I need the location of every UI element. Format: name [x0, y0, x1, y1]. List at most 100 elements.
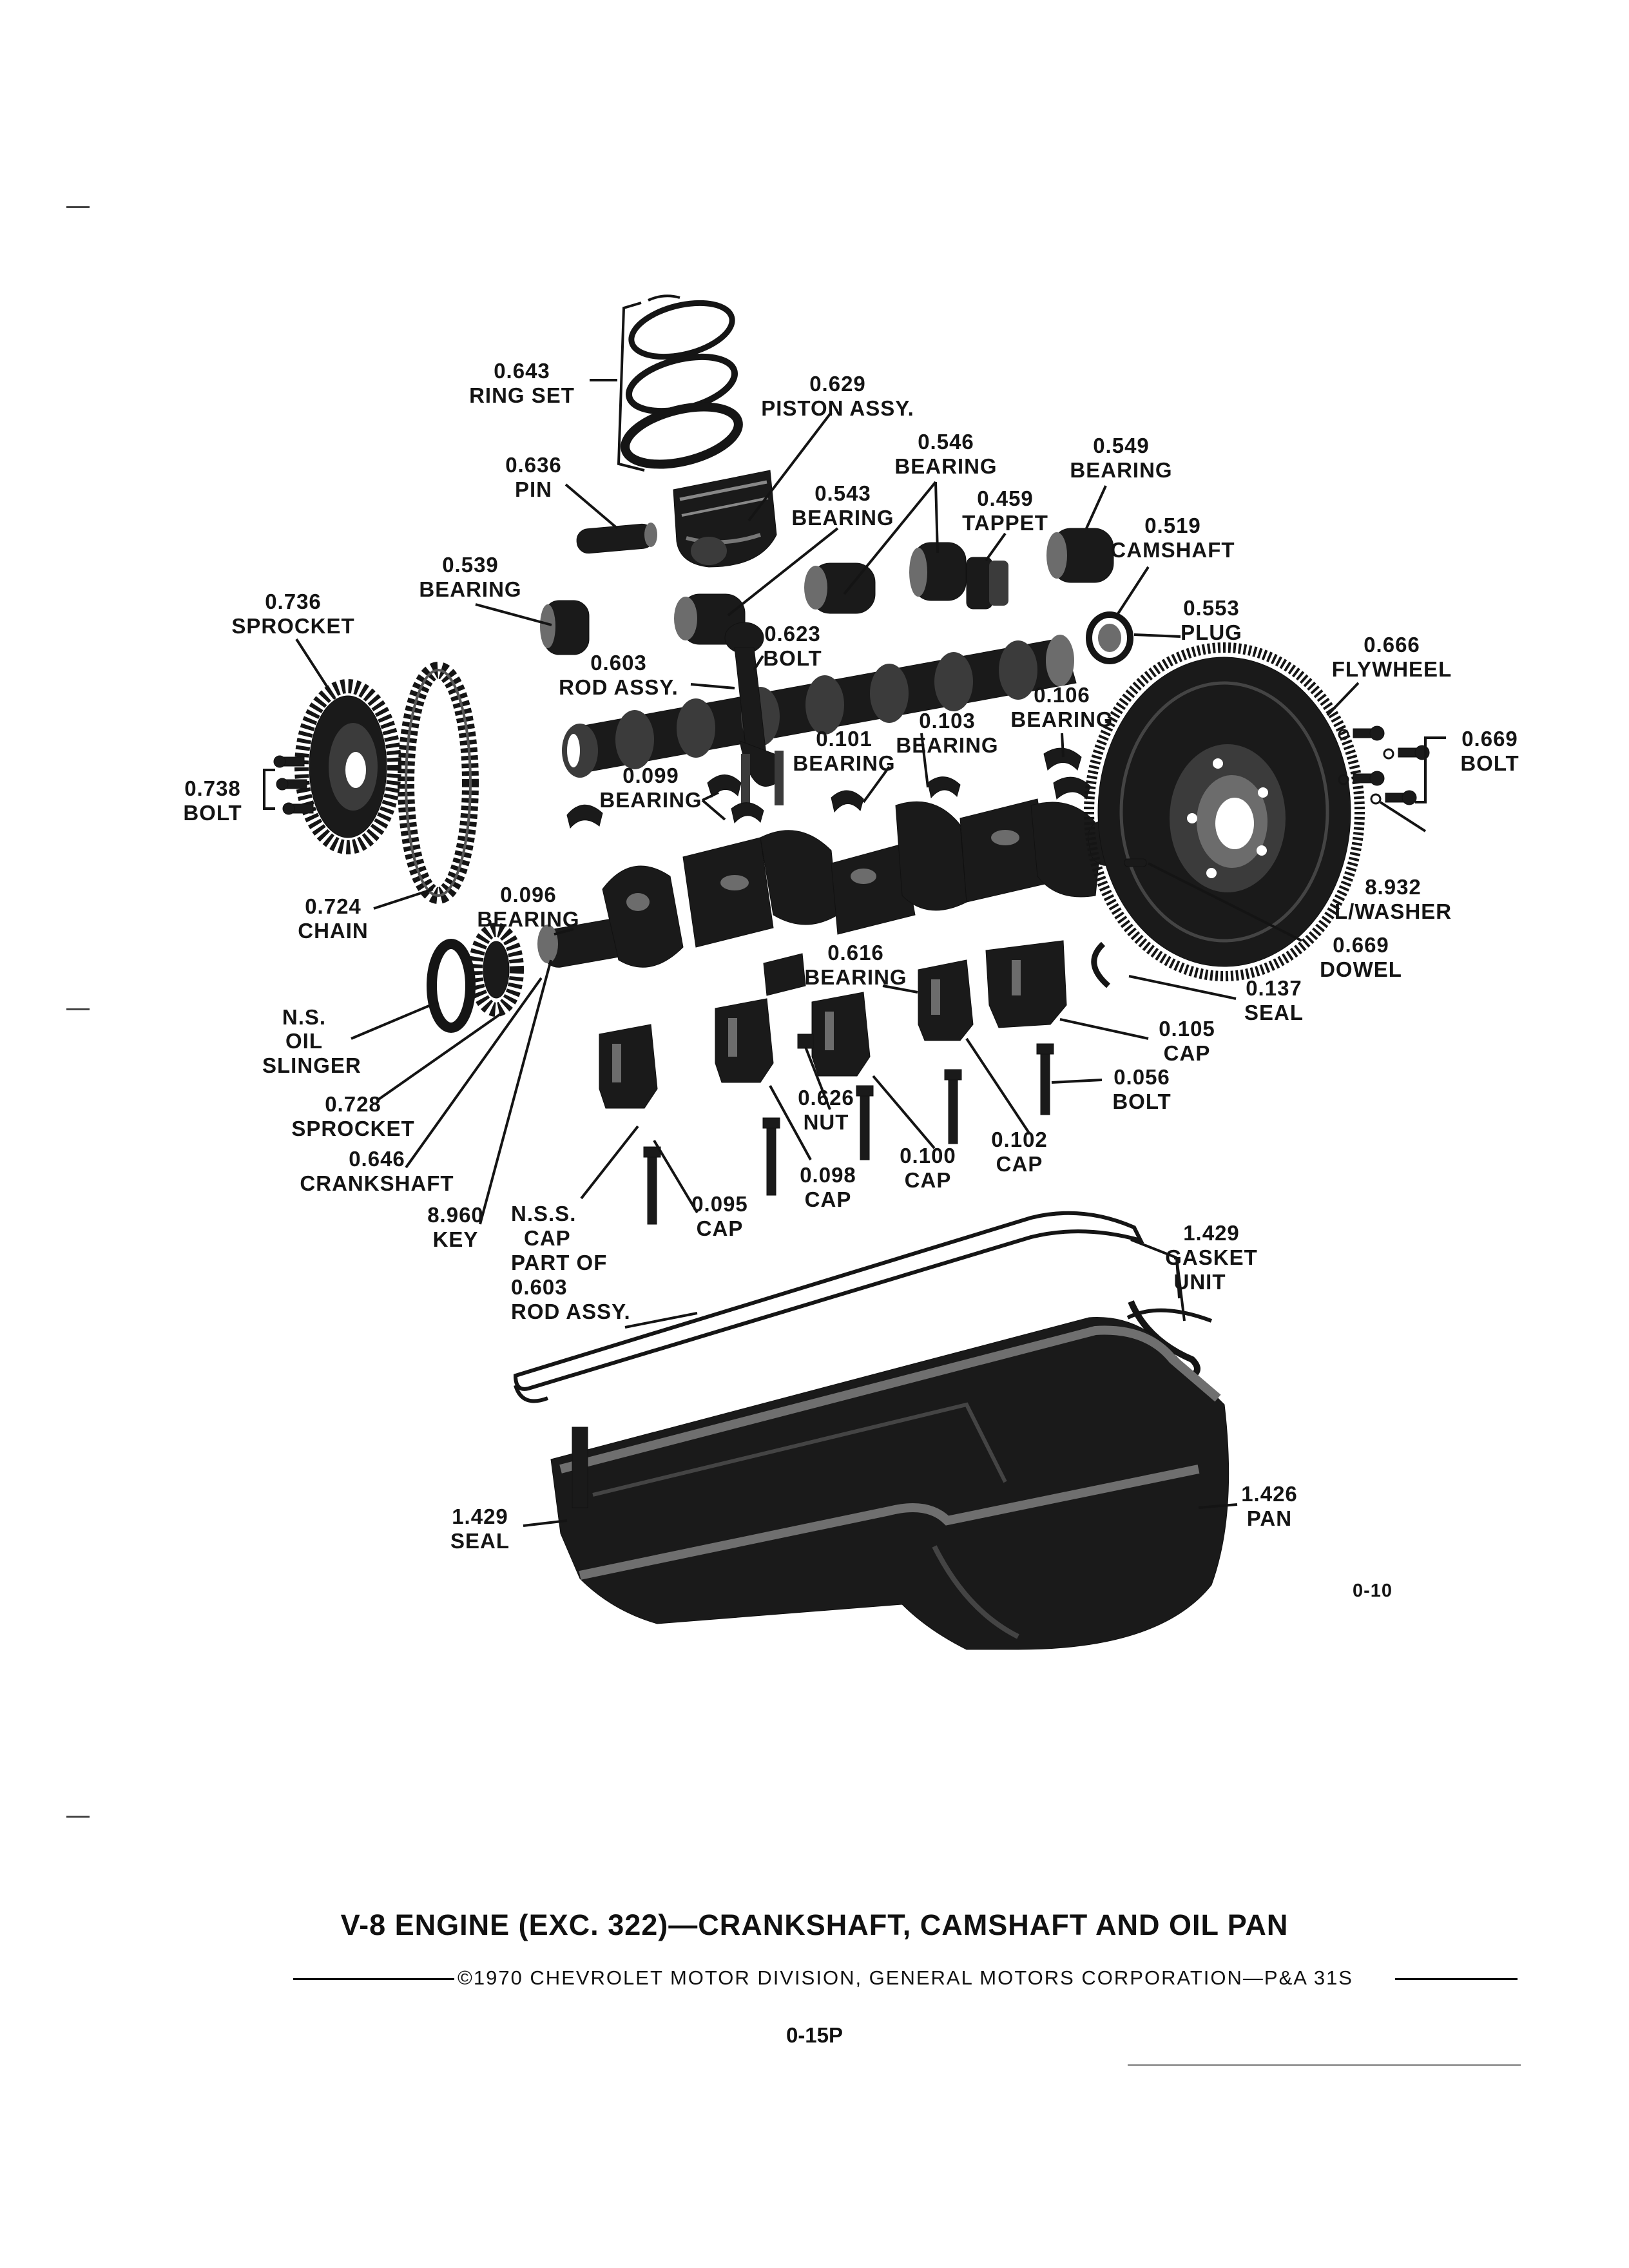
- svg-text:CAP: CAP: [805, 1187, 852, 1211]
- svg-text:KEY: KEY: [433, 1227, 479, 1251]
- callout-oil-slinger: N.S. OIL SLINGER: [262, 1005, 361, 1077]
- svg-text:PLUG: PLUG: [1181, 620, 1242, 644]
- svg-text:1.426: 1.426: [1241, 1482, 1298, 1506]
- nut-illustration: [797, 1033, 814, 1049]
- callout-seal-1429: 1.429 SEAL: [450, 1504, 509, 1553]
- svg-text:0.616: 0.616: [827, 941, 884, 965]
- margin-tick: [66, 1008, 90, 1010]
- svg-text:0.629: 0.629: [809, 372, 866, 396]
- callout-nss-cap: N.S.S. CAP PART OF 0.603 ROD ASSY.: [511, 1202, 631, 1323]
- piston-illustration: [673, 470, 777, 568]
- svg-text:8.932: 8.932: [1365, 875, 1422, 899]
- svg-text:BEARING: BEARING: [793, 751, 895, 775]
- svg-text:ROD ASSY.: ROD ASSY.: [511, 1300, 631, 1323]
- svg-text:ROD ASSY.: ROD ASSY.: [559, 675, 679, 699]
- svg-text:0.603: 0.603: [590, 651, 647, 675]
- svg-text:SPROCKET: SPROCKET: [291, 1117, 414, 1140]
- svg-text:0.546: 0.546: [918, 430, 974, 454]
- svg-text:0.519: 0.519: [1144, 514, 1201, 537]
- svg-text:0.666: 0.666: [1364, 633, 1420, 657]
- callout-gasket-unit: 1.429 GASKET UNIT: [1165, 1221, 1257, 1294]
- svg-text:CAP: CAP: [905, 1168, 952, 1192]
- oil-slinger-illustration: [427, 939, 476, 1033]
- callout-bolt-738: 0.738 BOLT: [183, 776, 241, 825]
- svg-text:0.106: 0.106: [1034, 683, 1090, 707]
- svg-text:TAPPET: TAPPET: [962, 511, 1048, 535]
- svg-text:0.669: 0.669: [1333, 933, 1389, 957]
- svg-text:0.643: 0.643: [494, 359, 550, 383]
- ring-set-illustration: [621, 300, 743, 469]
- callout-bearing-103: 0.103 BEARING: [896, 709, 998, 757]
- svg-text:CAP: CAP: [524, 1226, 571, 1250]
- callout-crankshaft: 0.646 CRANKSHAFT: [300, 1147, 453, 1195]
- svg-text:0.543: 0.543: [815, 481, 871, 505]
- svg-text:BEARING: BEARING: [419, 577, 521, 601]
- svg-text:0.103: 0.103: [919, 709, 976, 733]
- callout-tappet: 0.459 TAPPET: [962, 486, 1048, 535]
- callout-camshaft: 0.519 CAMSHAFT: [1110, 514, 1235, 562]
- svg-text:PISTON ASSY.: PISTON ASSY.: [761, 396, 914, 420]
- svg-text:DOWEL: DOWEL: [1320, 957, 1402, 981]
- svg-text:BEARING: BEARING: [791, 506, 894, 530]
- svg-text:0.636: 0.636: [505, 453, 562, 477]
- dowel-illustration: [1124, 858, 1147, 867]
- svg-text:0.105: 0.105: [1159, 1017, 1215, 1041]
- callout-bolt-623: 0.623 BOLT: [763, 622, 822, 670]
- flywheel-illustration: [1084, 642, 1365, 981]
- upper-bearing-illustrations: [566, 747, 1091, 829]
- callout-plug: 0.553 PLUG: [1181, 596, 1242, 644]
- caption-title: V-8 ENGINE (EXC. 322)—CRANKSHAFT, CAMSHA…: [340, 1908, 1289, 1941]
- caption-rule-left: [293, 1978, 454, 1980]
- svg-text:0.549: 0.549: [1093, 434, 1150, 457]
- svg-text:FLYWHEEL: FLYWHEEL: [1332, 657, 1452, 681]
- callout-piston-assy: 0.629 PISTON ASSY.: [761, 372, 914, 420]
- callout-cap-102: 0.102 CAP: [991, 1128, 1048, 1176]
- svg-text:BOLT: BOLT: [763, 646, 822, 670]
- bolt-738-illustration: [273, 755, 314, 815]
- bottom-rule: [1128, 2064, 1521, 2066]
- svg-text:1.429: 1.429: [1183, 1221, 1240, 1245]
- callout-chain: 0.724 CHAIN: [298, 894, 369, 943]
- svg-text:UNIT: UNIT: [1174, 1270, 1226, 1294]
- callout-bearing-099: 0.099 BEARING: [599, 764, 701, 812]
- svg-text:0.102: 0.102: [991, 1128, 1048, 1151]
- svg-text:BOLT: BOLT: [1112, 1090, 1171, 1113]
- svg-text:BEARING: BEARING: [804, 965, 907, 989]
- svg-text:CAP: CAP: [1164, 1041, 1211, 1065]
- page-number: 0-15P: [786, 2023, 843, 2047]
- callout-pin: 0.636 PIN: [505, 453, 562, 501]
- svg-text:PAN: PAN: [1247, 1506, 1292, 1530]
- svg-text:0.728: 0.728: [325, 1092, 381, 1116]
- seal-137-illustration: [1091, 941, 1111, 988]
- svg-text:CHAIN: CHAIN: [298, 919, 369, 943]
- svg-text:0.736: 0.736: [265, 590, 322, 613]
- svg-text:BOLT: BOLT: [1460, 751, 1519, 775]
- callout-bearing-096: 0.096 BEARING: [477, 883, 579, 931]
- sprocket-736-illustration: [294, 679, 401, 854]
- callout-l-washer: 8.932 L/WASHER: [1335, 875, 1452, 923]
- callout-bolt-669: 0.669 BOLT: [1460, 727, 1519, 775]
- svg-text:RING SET: RING SET: [469, 383, 575, 407]
- callout-bearing-549: 0.549 BEARING: [1070, 434, 1171, 482]
- svg-text:0.669: 0.669: [1461, 727, 1518, 751]
- callout-cap-095: 0.095 CAP: [691, 1192, 747, 1240]
- copyright-line: ©1970 CHEVROLET MOTOR DIVISION, GENERAL …: [458, 1966, 1353, 1989]
- svg-text:BEARING: BEARING: [477, 907, 579, 931]
- svg-text:CAMSHAFT: CAMSHAFT: [1110, 538, 1235, 562]
- svg-text:CAP: CAP: [996, 1152, 1043, 1176]
- cap-illustrations: [599, 940, 1067, 1109]
- callout-cap-098: 0.098 CAP: [800, 1163, 856, 1211]
- caption-rule-right: [1395, 1978, 1518, 1980]
- callout-flywheel: 0.666 FLYWHEEL: [1332, 633, 1452, 681]
- pan-illustration: [550, 1317, 1229, 1650]
- callout-cap-105: 0.105 CAP: [1159, 1017, 1215, 1065]
- sprocket-728-illustration: [468, 923, 524, 1017]
- svg-text:BEARING: BEARING: [894, 454, 997, 478]
- callout-bearing-106: 0.106 BEARING: [1010, 683, 1112, 731]
- svg-text:PIN: PIN: [515, 477, 552, 501]
- svg-text:0.100: 0.100: [900, 1144, 956, 1168]
- callout-labels: 0.643 RING SET 0.629 PISTON ASSY. 0.636 …: [183, 359, 1519, 1601]
- svg-text:L/WASHER: L/WASHER: [1335, 899, 1452, 923]
- callout-ring-set: 0.643 RING SET: [469, 359, 575, 407]
- svg-text:CAP: CAP: [697, 1216, 744, 1240]
